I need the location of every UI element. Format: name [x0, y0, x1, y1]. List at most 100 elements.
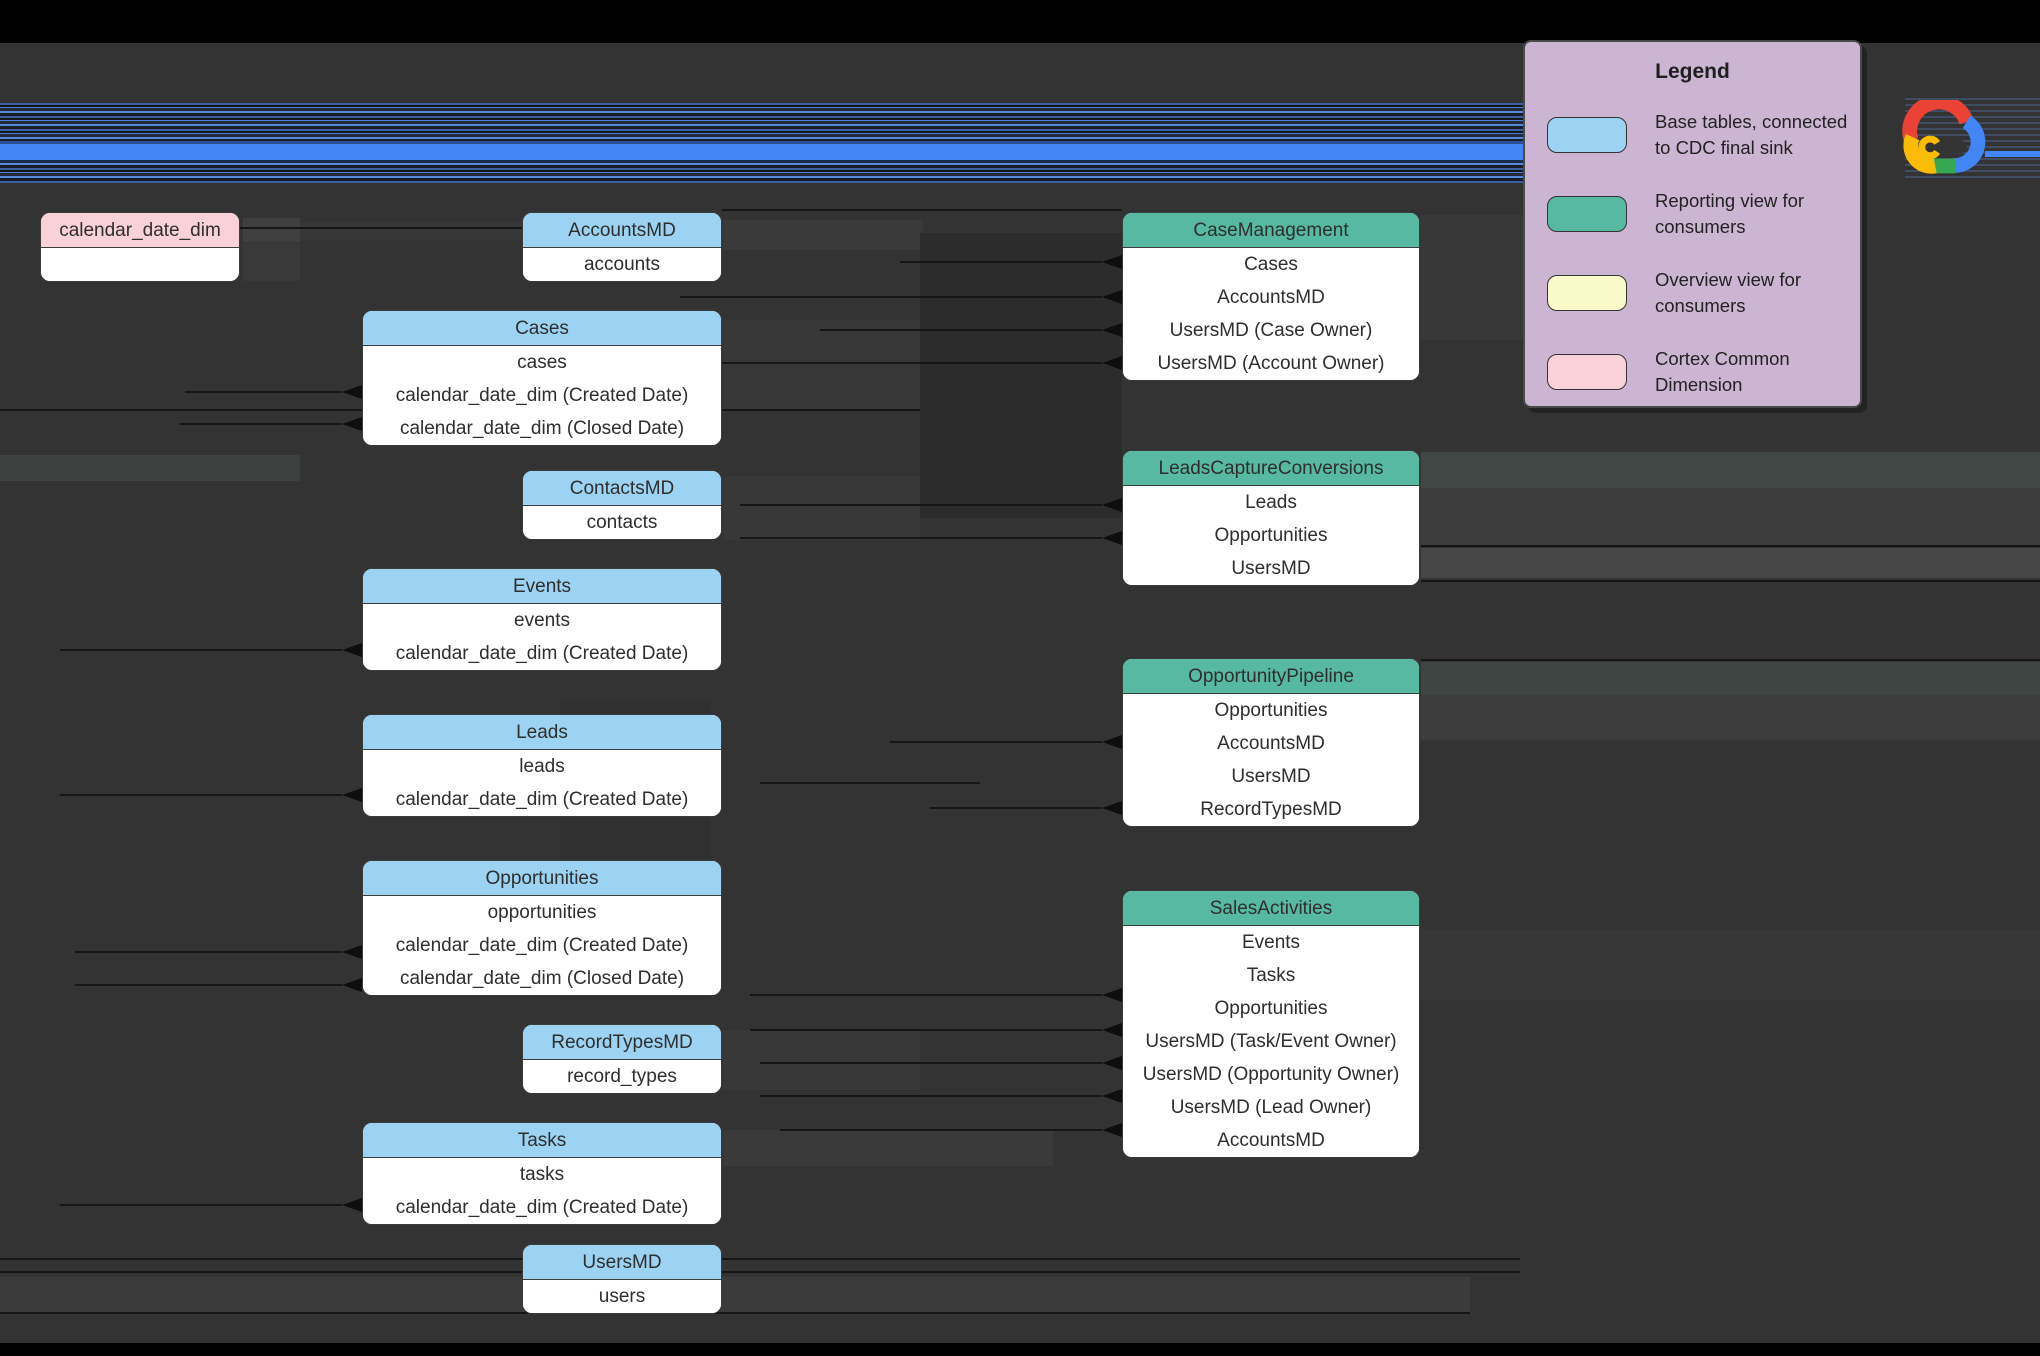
table-row: UsersMD — [1231, 558, 1311, 579]
connector-line — [1421, 659, 2040, 661]
connector-line — [740, 504, 1102, 506]
table-row: Opportunities — [1214, 700, 1328, 721]
connector-arrowhead — [1102, 1089, 1122, 1103]
connector-line — [60, 794, 342, 796]
table-calendar_date_dim[interactable]: calendar_date_dim — [40, 212, 240, 282]
connector-line — [722, 209, 1122, 211]
legend-item-label: Base tables, connected to CDC final sink — [1655, 110, 1848, 158]
table-row: calendar_date_dim (Created Date) — [395, 385, 689, 406]
connector-arrowhead — [1102, 735, 1122, 749]
table-row — [41, 248, 239, 281]
connector-band — [300, 222, 522, 240]
legend-swatch-cortex-dimension — [1547, 353, 1627, 390]
table-row: UsersMD (Opportunity Owner) — [1142, 1064, 1400, 1085]
connector-line — [60, 649, 342, 651]
connector-line — [780, 1129, 1102, 1131]
legend: Legend Base tables, connected to CDC fin… — [1523, 40, 1862, 408]
table-title: OpportunityPipeline — [1123, 659, 1419, 694]
table-row: Events — [1241, 932, 1301, 953]
table-title: Cases — [363, 311, 721, 346]
connector-arrowhead — [342, 978, 362, 992]
connector-line — [680, 362, 1102, 364]
connector-band — [243, 218, 300, 242]
connector-arrowhead — [1102, 356, 1122, 370]
connector-arrowhead — [1102, 323, 1122, 337]
table-row: Tasks — [1246, 965, 1296, 986]
connector-arrowhead — [1102, 498, 1122, 512]
connector-band — [723, 1030, 920, 1090]
table-title: ContactsMD — [523, 471, 721, 506]
legend-item-label: Overview view for consumers — [1655, 268, 1801, 316]
connector-arrowhead — [342, 788, 362, 802]
legend-title: Legend — [1655, 60, 1730, 83]
legend-item-label: Cortex Common Dimension — [1655, 347, 1790, 395]
table-title: CaseManagement — [1123, 213, 1419, 248]
table-row: opportunities — [487, 902, 597, 923]
table-row: AccountsMD — [1217, 733, 1325, 754]
connector-line — [1421, 545, 2040, 547]
table-row: UsersMD (Account Owner) — [1157, 353, 1385, 374]
table-row: Leads — [1245, 492, 1297, 513]
connector-line — [890, 741, 1102, 743]
connector-line — [750, 1029, 1102, 1031]
connector-arrowhead — [1102, 1056, 1122, 1070]
table-body: accounts — [523, 248, 721, 281]
connector-line — [680, 296, 1102, 298]
table-body: events calendar_date_dim (Created Date) — [363, 604, 721, 670]
legend-swatch-base-tables — [1547, 116, 1627, 153]
table-row: calendar_date_dim (Created Date) — [395, 643, 689, 664]
table-row: calendar_date_dim (Closed Date) — [399, 968, 685, 989]
table-body: contacts — [523, 506, 721, 539]
legend-item-label: Reporting view for consumers — [1655, 189, 1805, 237]
connector-line — [75, 984, 342, 986]
table-row: UsersMD (Lead Owner) — [1170, 1097, 1372, 1118]
connector-line — [60, 1204, 342, 1206]
table-title: Leads — [363, 715, 721, 750]
connector-line — [820, 329, 1102, 331]
legend-item: Base tables, connected to CDC final sink — [1525, 106, 1860, 163]
connector-line — [180, 423, 342, 425]
table-row: Cases — [1244, 254, 1298, 275]
table-title: RecordTypesMD — [523, 1025, 721, 1060]
table-row: calendar_date_dim (Created Date) — [395, 789, 689, 810]
connector-band — [1421, 548, 2040, 578]
table-row: users — [598, 1286, 646, 1307]
connector-arrowhead — [342, 1198, 362, 1212]
legend-item: Reporting view for consumers — [1525, 185, 1860, 242]
connector-arrowhead — [1102, 531, 1122, 545]
table-row: events — [514, 610, 570, 631]
connector-arrowhead — [342, 385, 362, 399]
table-row: UsersMD — [1231, 766, 1311, 787]
connector-line — [240, 227, 522, 229]
connector-band — [1421, 488, 2040, 545]
connector-line — [750, 994, 1102, 996]
connector-arrowhead — [1102, 290, 1122, 304]
table-row: RecordTypesMD — [1200, 799, 1342, 820]
table-body: record_types — [523, 1060, 721, 1093]
edge-blue-line — [1985, 151, 2040, 157]
connector-band — [0, 1277, 1470, 1312]
table-row: tasks — [519, 1164, 565, 1185]
table-body — [41, 248, 239, 281]
connector-arrowhead — [1102, 801, 1122, 815]
legend-item: Cortex Common Dimension — [1525, 343, 1860, 400]
connector-band — [1421, 930, 2040, 1000]
